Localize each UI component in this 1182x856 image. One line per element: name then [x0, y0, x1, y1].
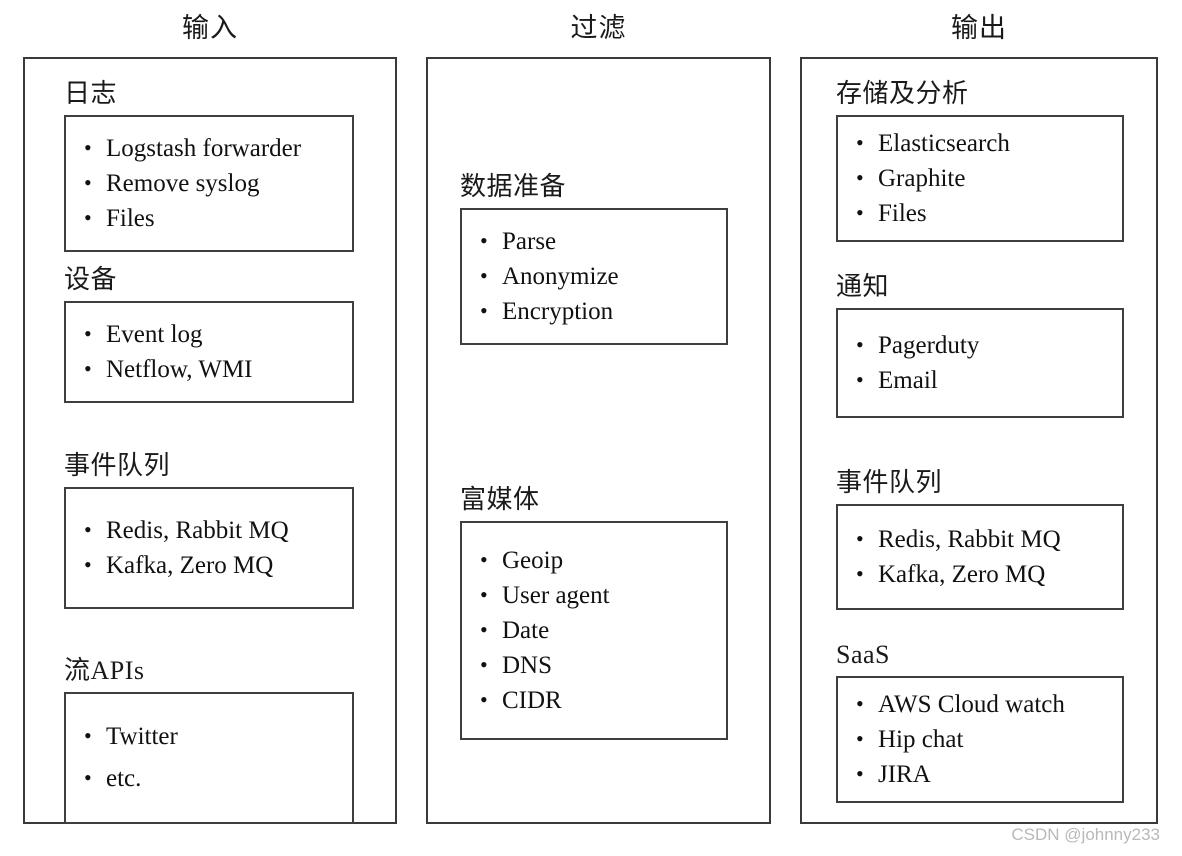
list-box-stream-apis: Twitter etc. [64, 692, 354, 824]
item-list-saas: AWS Cloud watch Hip chat JIRA [852, 686, 1112, 792]
list-item: Hip chat [852, 721, 1112, 757]
item-list-event-queue-output: Redis, Rabbit MQ Kafka, Zero MQ [852, 521, 1112, 592]
section-heading-event-queue: 事件队列 [64, 451, 171, 480]
list-item: Elasticsearch [852, 125, 1112, 161]
section-devices: 设备 Event log Netflow, WMI [64, 264, 354, 403]
section-heading-logs: 日志 [64, 79, 118, 108]
section-heading-event-queue-output: 事件队列 [836, 468, 943, 497]
list-item: Geoip [476, 542, 716, 578]
section-rich-media: 富媒体 Geoip User agent Date DNS CIDR [460, 484, 728, 740]
list-box-storage-analytics: Elasticsearch Graphite Files [836, 115, 1124, 242]
list-item: User agent [476, 577, 716, 613]
list-item: Redis, Rabbit MQ [80, 512, 342, 548]
section-heading-storage-analytics: 存储及分析 [836, 79, 969, 108]
list-item: etc. [80, 757, 342, 800]
list-item: JIRA [852, 756, 1112, 792]
item-list-devices: Event log Netflow, WMI [80, 316, 342, 387]
section-event-queue: 事件队列 Redis, Rabbit MQ Kafka, Zero MQ [64, 450, 354, 609]
list-item: Files [852, 195, 1112, 231]
section-heading-rich-media: 富媒体 [460, 485, 540, 514]
item-list-data-preparation: Parse Anonymize Encryption [476, 223, 716, 329]
item-list-rich-media: Geoip User agent Date DNS CIDR [476, 542, 716, 718]
list-box-logs: Logstash forwarder Remove syslog Files [64, 115, 354, 252]
list-box-notification: Pagerduty Email [836, 308, 1124, 418]
list-item: Kafka, Zero MQ [852, 556, 1112, 592]
section-saas: SaaS AWS Cloud watch Hip chat JIRA [836, 639, 1124, 803]
section-data-preparation: 数据准备 Parse Anonymize Encryption [460, 171, 728, 345]
section-stream-apis: 流APIs Twitter etc. [64, 655, 354, 824]
section-heading-data-preparation: 数据准备 [460, 172, 567, 201]
list-item: Email [852, 362, 1112, 398]
item-list-event-queue: Redis, Rabbit MQ Kafka, Zero MQ [80, 512, 342, 583]
section-heading-saas: SaaS [836, 640, 890, 669]
section-notification: 通知 Pagerduty Email [836, 271, 1124, 418]
section-storage-analytics: 存储及分析 Elasticsearch Graphite Files [836, 78, 1124, 242]
list-item: Date [476, 612, 716, 648]
column-title-output: 输出 [951, 13, 1007, 43]
section-event-queue-output: 事件队列 Redis, Rabbit MQ Kafka, Zero MQ [836, 467, 1124, 610]
item-list-stream-apis: Twitter etc. [80, 715, 342, 800]
list-item: Logstash forwarder [80, 130, 342, 166]
list-item: DNS [476, 647, 716, 683]
list-item: Pagerduty [852, 327, 1112, 363]
column-filter: 数据准备 Parse Anonymize Encryption 富媒体 Geoi… [426, 57, 771, 824]
section-heading-stream-apis: 流APIs [64, 656, 145, 685]
item-list-storage-analytics: Elasticsearch Graphite Files [852, 125, 1112, 231]
list-item: Netflow, WMI [80, 351, 342, 387]
list-box-event-queue-output: Redis, Rabbit MQ Kafka, Zero MQ [836, 504, 1124, 610]
item-list-logs: Logstash forwarder Remove syslog Files [80, 130, 342, 236]
list-item: Parse [476, 223, 716, 259]
list-item: Remove syslog [80, 165, 342, 201]
list-item: Twitter [80, 715, 342, 758]
watermark: CSDN @johnny233 [1011, 825, 1160, 844]
list-box-saas: AWS Cloud watch Hip chat JIRA [836, 676, 1124, 803]
list-item: CIDR [476, 682, 716, 718]
list-item: Kafka, Zero MQ [80, 547, 342, 583]
list-item: Anonymize [476, 258, 716, 294]
list-box-data-preparation: Parse Anonymize Encryption [460, 208, 728, 345]
item-list-notification: Pagerduty Email [852, 327, 1112, 398]
section-logs: 日志 Logstash forwarder Remove syslog File… [64, 78, 354, 252]
column-title-filter: 过滤 [570, 13, 627, 43]
section-heading-devices: 设备 [64, 265, 118, 294]
list-box-event-queue: Redis, Rabbit MQ Kafka, Zero MQ [64, 487, 354, 609]
section-heading-notification: 通知 [836, 272, 890, 301]
list-box-devices: Event log Netflow, WMI [64, 301, 354, 403]
list-item: AWS Cloud watch [852, 686, 1112, 722]
list-item: Encryption [476, 293, 716, 329]
column-input: 日志 Logstash forwarder Remove syslog File… [23, 57, 397, 824]
list-item: Redis, Rabbit MQ [852, 521, 1112, 557]
list-item: Event log [80, 316, 342, 352]
column-output: 存储及分析 Elasticsearch Graphite Files 通知 Pa… [800, 57, 1158, 824]
list-item: Files [80, 200, 342, 236]
list-item: Graphite [852, 160, 1112, 196]
column-title-input: 输入 [182, 13, 238, 43]
list-box-rich-media: Geoip User agent Date DNS CIDR [460, 521, 728, 740]
